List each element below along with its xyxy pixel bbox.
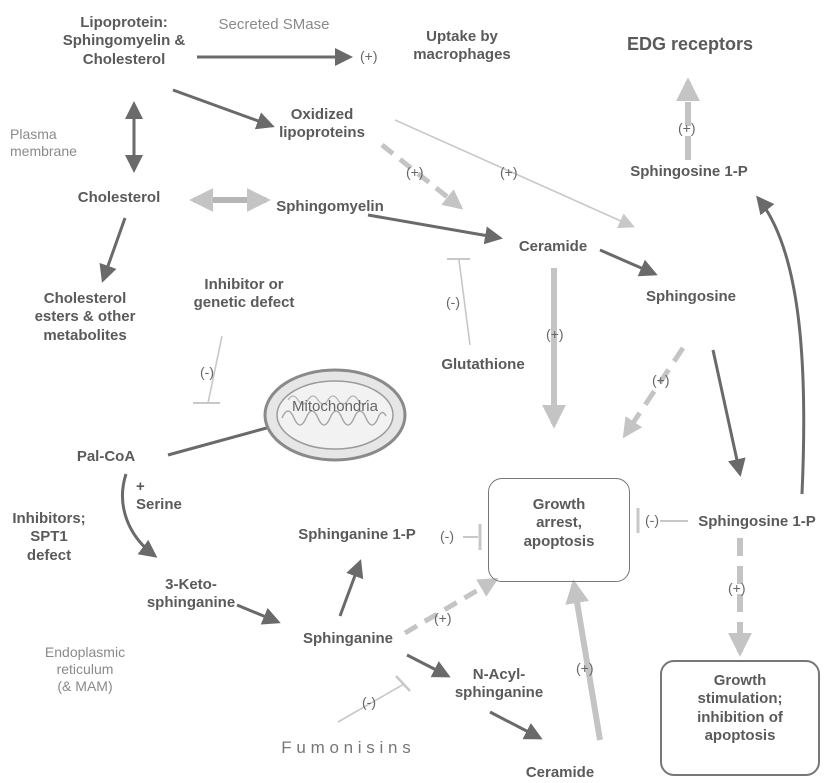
node-inhibitor: Inhibitor or genetic defect	[193, 276, 295, 312]
arrow-oxidized-ceramide	[380, 143, 464, 210]
inhibit-fumonisins	[337, 683, 405, 723]
node-er: Endoplasmic reticulum (& MAM)	[44, 644, 126, 695]
arrow-keto-sphinganine	[236, 603, 281, 625]
node-sphingosine1p-top: Sphingosine 1-P	[630, 163, 748, 180]
arrow-sphinganine-nacyl	[406, 653, 451, 678]
arrow-lipoprotein-oxidized	[172, 88, 275, 130]
sign-sphingosine-growth-plus: (+)	[652, 372, 670, 388]
mitochondria-icon	[263, 368, 407, 462]
inhibit-fumonisins-bar	[395, 675, 411, 692]
arrow-sphingomyelin-ceramide	[367, 213, 503, 245]
node-sphingosine: Sphingosine	[646, 288, 736, 305]
node-ceramide-bottom: Ceramide	[525, 764, 595, 781]
node-chol-esters: Cholesterol esters & other metabolites	[34, 290, 136, 344]
node-uptake: Uptake by macrophages	[413, 28, 511, 64]
node-sphingomyelin: Sphingomyelin	[276, 198, 384, 215]
node-lipoprotein: Lipoprotein: Sphingomyelin & Cholesterol	[62, 14, 186, 68]
sign-ceramide-bottom-plus: (+)	[576, 660, 594, 676]
arrow-sphinganine-sa1p	[338, 559, 364, 617]
node-plasma-membrane: Plasma membrane	[10, 126, 77, 160]
node-mitochondria: Mitochondria	[292, 398, 378, 415]
sign-ceramide-growth-plus: (+)	[546, 326, 564, 342]
inhibit-genetic-defect	[207, 335, 223, 404]
arrow-sphinganine-growth	[403, 577, 499, 636]
node-ceramide: Ceramide	[518, 238, 588, 255]
node-sphingosine1p-right: Sphingosine 1-P	[698, 513, 816, 530]
node-fumonisins: F u m o n i s i n s	[281, 738, 411, 757]
sign-inhibitor-minus: (-)	[200, 364, 214, 380]
node-inhibitors-spt: Inhibitors; SPT1 defect	[12, 510, 86, 564]
node-palcoa: Pal-CoA	[76, 448, 136, 465]
node-sphinganine: Sphinganine	[303, 630, 393, 647]
node-secreted-smase: Secreted SMase	[218, 16, 330, 33]
node-growth-arrest: Growth arrest, apoptosis	[523, 496, 595, 550]
node-glutathione: Glutathione	[441, 356, 525, 373]
node-serine: + Serine	[136, 478, 182, 514]
sign-smase-plus: (+)	[360, 48, 378, 64]
inhibit-glutathione	[458, 259, 471, 346]
node-edg: EDG receptors	[626, 34, 754, 54]
arrow-sphingosine-growth	[622, 346, 686, 439]
sign-edg-plus: (+)	[678, 120, 696, 136]
growth-arrest-box	[488, 478, 630, 582]
sign-fumonisins-minus: (-)	[362, 694, 376, 710]
sign-sa1p-minus: (-)	[440, 528, 454, 544]
node-sphinganine1p: Sphinganine 1-P	[298, 526, 416, 543]
node-nacyl: N-Acyl- sphinganine	[454, 666, 544, 702]
sign-s1p-minus: (-)	[645, 512, 659, 528]
node-cholesterol: Cholesterol	[77, 189, 161, 206]
arrow-oxidized-sphingosine	[394, 119, 635, 229]
growth-stim-box	[660, 660, 820, 776]
arrow-palcoa-mitochondria	[167, 418, 288, 457]
sign-s1p-stim-plus: (+)	[728, 580, 746, 596]
node-oxidized: Oxidized lipoproteins	[279, 106, 365, 142]
arrow-palcoa-keto	[121, 473, 158, 558]
node-growth-stim: Growth stimulation; inhibition of apopto…	[697, 672, 783, 744]
arrow-ceramide-bottom-growth	[565, 579, 603, 741]
sign-oxidized-ceramide-plus: (+)	[406, 164, 424, 180]
arrow-nacyl-ceramide	[489, 710, 543, 740]
sign-sphinganine-growth-plus: (+)	[434, 610, 452, 626]
node-ketosphinganine: 3-Keto- sphinganine	[146, 576, 236, 612]
arrow-s1p-recycle	[756, 195, 806, 495]
arrow-cholesterol-esters	[99, 217, 127, 283]
sign-glutathione-minus: (-)	[446, 294, 460, 310]
arrow-sphingosine-s1p	[711, 349, 746, 477]
sign-oxidized-sphingosine-plus: (+)	[500, 164, 518, 180]
arrow-ceramide-sphingosine	[599, 248, 658, 277]
